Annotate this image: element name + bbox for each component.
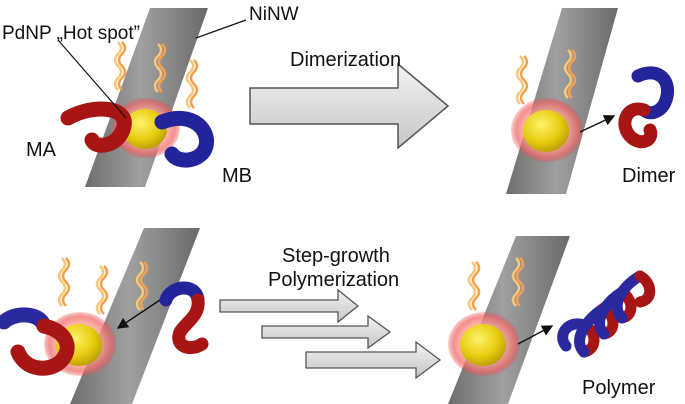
heat-wave-icon [515,49,577,105]
dimer-label: Dimer [622,165,676,187]
monomer-pointer [116,299,161,329]
growing-chain-icon [0,307,75,376]
panel-bottom-left [0,228,209,404]
dimerization-label: Dimerization [290,49,401,71]
ninw-pointer [195,19,247,39]
pdnp-pointer [57,39,127,119]
block-arrow-2 [261,314,392,350]
ninw-label: NiNW [249,4,299,25]
dimer-pointer [579,115,616,133]
step-growth-label: Step-growth [282,245,390,267]
heat-wave-icon [113,41,199,109]
pdnp-label: PdNP „Hot spot” [2,23,140,44]
heat-wave-icon [57,257,149,315]
polymer-helix-icon [557,270,656,358]
heat-wave-icon [467,257,525,311]
ma-label: MA [26,139,57,161]
dimer-icon [618,66,674,149]
block-arrow-3 [305,340,442,380]
step-growth-arrows: Step-growth Polymerization [219,245,442,380]
monomer-a [60,101,132,153]
nanoparticle [460,324,506,366]
panel-top-right: Dimer [506,8,676,194]
polymer-label: Polymer [582,377,656,399]
free-monomer-icon [159,281,209,354]
panel-bottom-right: Polymer [448,236,656,404]
polymerization-label: Polymerization [268,269,399,291]
polymer-pointer [517,325,554,345]
panel-top-left: PdNP „Hot spot” NiNW MA MB [2,4,299,187]
monomer-b [154,110,214,168]
nanoparticle [523,110,569,152]
block-arrow-1 [219,288,360,324]
dimerization-arrow: Dimerization [249,49,450,150]
mb-label: MB [222,165,252,187]
